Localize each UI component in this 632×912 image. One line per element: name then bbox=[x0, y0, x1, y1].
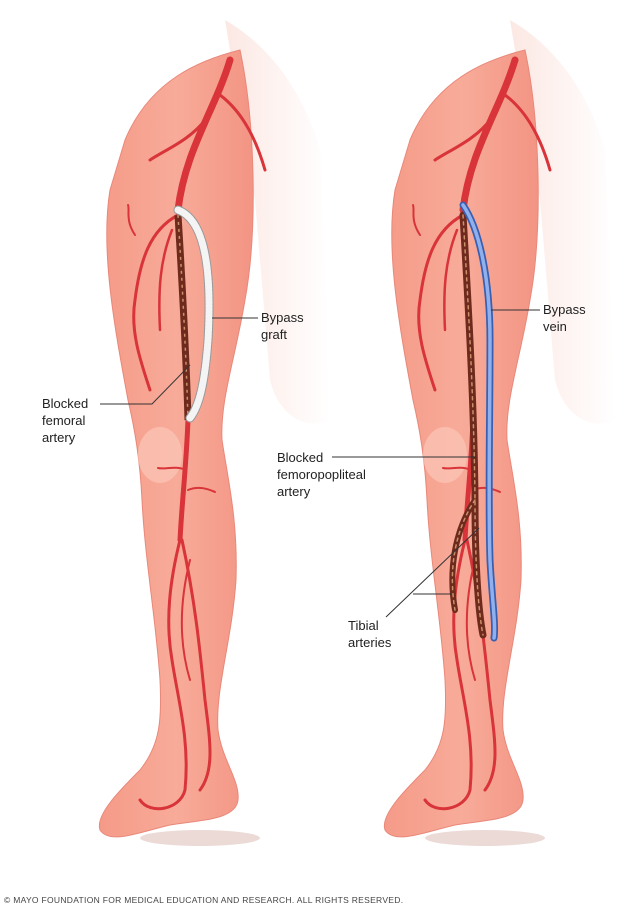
left-leg bbox=[99, 20, 330, 846]
leader-blocked-femoral bbox=[100, 364, 191, 405]
leader-tibial-1 bbox=[385, 527, 480, 618]
label-blocked-femoropopliteal-artery: Blocked femoropopliteal artery bbox=[277, 450, 366, 499]
label-bypass-graft: Bypass graft bbox=[261, 310, 304, 342]
right-leg bbox=[384, 20, 615, 846]
blocked-femoral-artery-plaque bbox=[177, 214, 189, 421]
label-blocked-femoral-artery: Blocked femoral artery bbox=[42, 396, 89, 445]
copyright-notice: © MAYO FOUNDATION FOR MEDICAL EDUCATION … bbox=[4, 895, 404, 905]
label-bypass-vein: Bypass vein bbox=[543, 302, 586, 334]
bypass-vein-highlight bbox=[461, 203, 497, 640]
bypass-graft-texture bbox=[174, 206, 213, 422]
leader-lines bbox=[100, 309, 540, 618]
label-tibial-arteries: Tibial arteries bbox=[348, 618, 392, 650]
